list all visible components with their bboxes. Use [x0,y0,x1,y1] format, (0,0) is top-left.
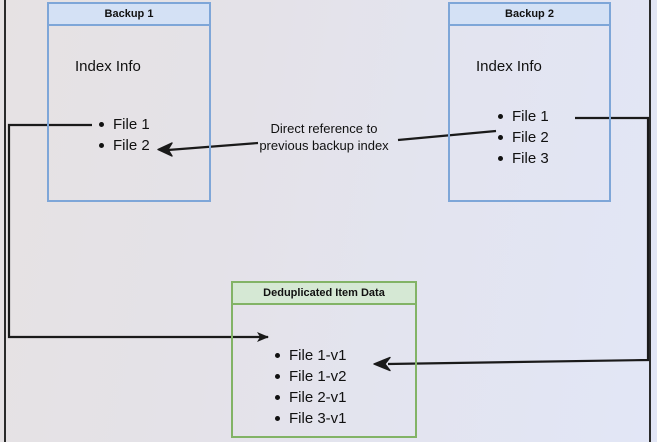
connector-caption-line-1: Direct reference to [270,121,378,136]
connector-caption: Direct reference to previous backup inde… [248,120,400,154]
deduplicated-file-list: File 1-v1 File 1-v2 File 2-v1 File 3-v1 [273,345,347,429]
list-item: File 2 [496,127,549,148]
right-edge-rule [649,0,651,442]
box-backup-2-header: Backup 2 [450,4,609,26]
left-edge-rule [4,0,6,442]
box-backup-2: Backup 2 Index Info File 1 File 2 File 3 [448,2,611,202]
list-item: File 2-v1 [273,387,347,408]
box-backup-1: Backup 1 Index Info File 1 File 2 [47,2,211,202]
box-deduplicated-item-data-body: File 1-v1 File 1-v2 File 2-v1 File 3-v1 [233,305,415,436]
backup-2-index-info-label: Index Info [476,58,542,75]
backup-1-file-list: File 1 File 2 [97,114,150,156]
box-backup-1-body: Index Info File 1 File 2 [49,26,209,200]
list-item: File 2 [97,135,150,156]
list-item: File 3-v1 [273,408,347,429]
list-item: File 3 [496,148,549,169]
box-backup-2-body: Index Info File 1 File 2 File 3 [450,26,609,200]
list-item: File 1-v1 [273,345,347,366]
backup-2-file-list: File 1 File 2 File 3 [496,106,549,169]
box-deduplicated-item-data-header: Deduplicated Item Data [233,283,415,305]
list-item: File 1-v2 [273,366,347,387]
list-item: File 1 [97,114,150,135]
box-backup-1-header: Backup 1 [49,4,209,26]
backup-1-index-info-label: Index Info [75,58,141,75]
connector-caption-line-2: previous backup index [259,138,389,153]
list-item: File 1 [496,106,549,127]
box-deduplicated-item-data: Deduplicated Item Data File 1-v1 File 1-… [231,281,417,438]
